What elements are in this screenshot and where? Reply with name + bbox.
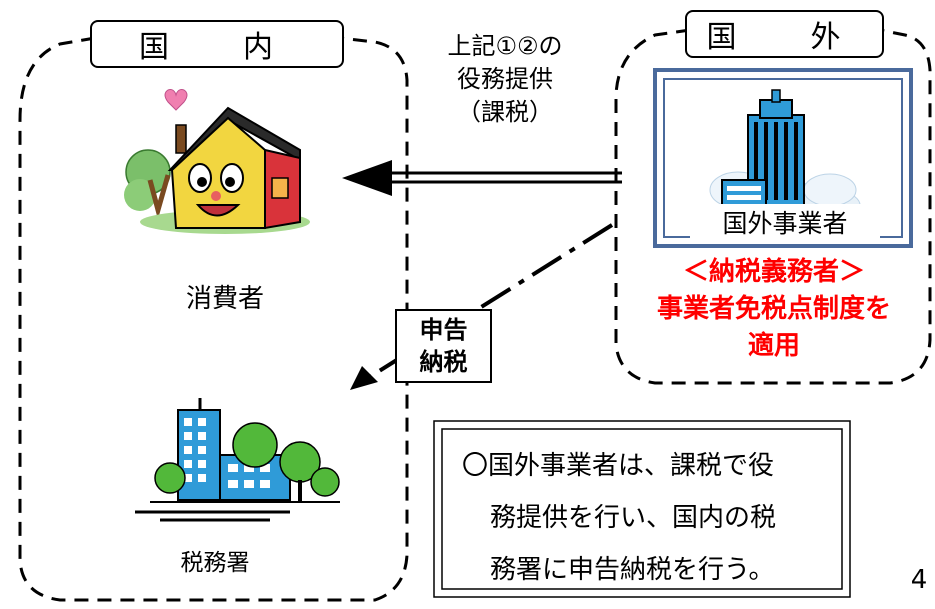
- service-provision-text: 上記①②の 役務提供 （課税）: [410, 30, 600, 129]
- office-building-icon: [709, 89, 861, 228]
- note-line-3: 務署に申告納税を行う。: [490, 555, 775, 585]
- service-line-3: （課税）: [457, 98, 553, 126]
- service-arrow: [342, 160, 622, 196]
- foreign-business-frame: [653, 68, 913, 248]
- note-box: [433, 420, 851, 598]
- filing-line-2: 納税: [419, 348, 468, 376]
- domestic-label: 国 内: [139, 30, 295, 65]
- filing-line-1: 申告: [419, 316, 468, 344]
- foreign-label: 国 外: [706, 20, 863, 55]
- taxpayer-line-1: ＜納税義務者＞: [682, 257, 865, 287]
- foreign-region: [614, 28, 932, 385]
- note-text: 〇国外事業者は、課税で役 務提供を行い、国内の税 務署に申告納税を行う。: [462, 440, 842, 596]
- consumer-house-icon: [124, 89, 310, 234]
- foreign-tab: 国 外: [685, 10, 884, 58]
- tax-filing-box: [395, 309, 492, 383]
- domestic-region: [18, 36, 409, 602]
- page-number: 4: [910, 565, 928, 595]
- domestic-tab: 国 内: [90, 20, 344, 68]
- taxpayer-line-3: 適用: [747, 331, 800, 361]
- tax-filing-text: 申告 納税: [396, 314, 491, 378]
- note-line-2: 務提供を行い、国内の税: [490, 503, 777, 533]
- taxpayer-line-2: 事業者免税点制度を: [656, 294, 891, 324]
- taxpayer-text: ＜納税義務者＞ 事業者免税点制度を 適用: [618, 254, 930, 365]
- consumer-label: 消費者: [185, 284, 264, 314]
- tax-office-icon: [135, 398, 340, 522]
- service-line-1: 上記①②の: [447, 32, 563, 60]
- note-line-1: 〇国外事業者は、課税で役: [462, 451, 775, 481]
- tax-office-label: 税務署: [180, 550, 250, 576]
- foreign-business-label: 国外事業者: [690, 204, 880, 240]
- service-line-2: 役務提供: [457, 65, 553, 93]
